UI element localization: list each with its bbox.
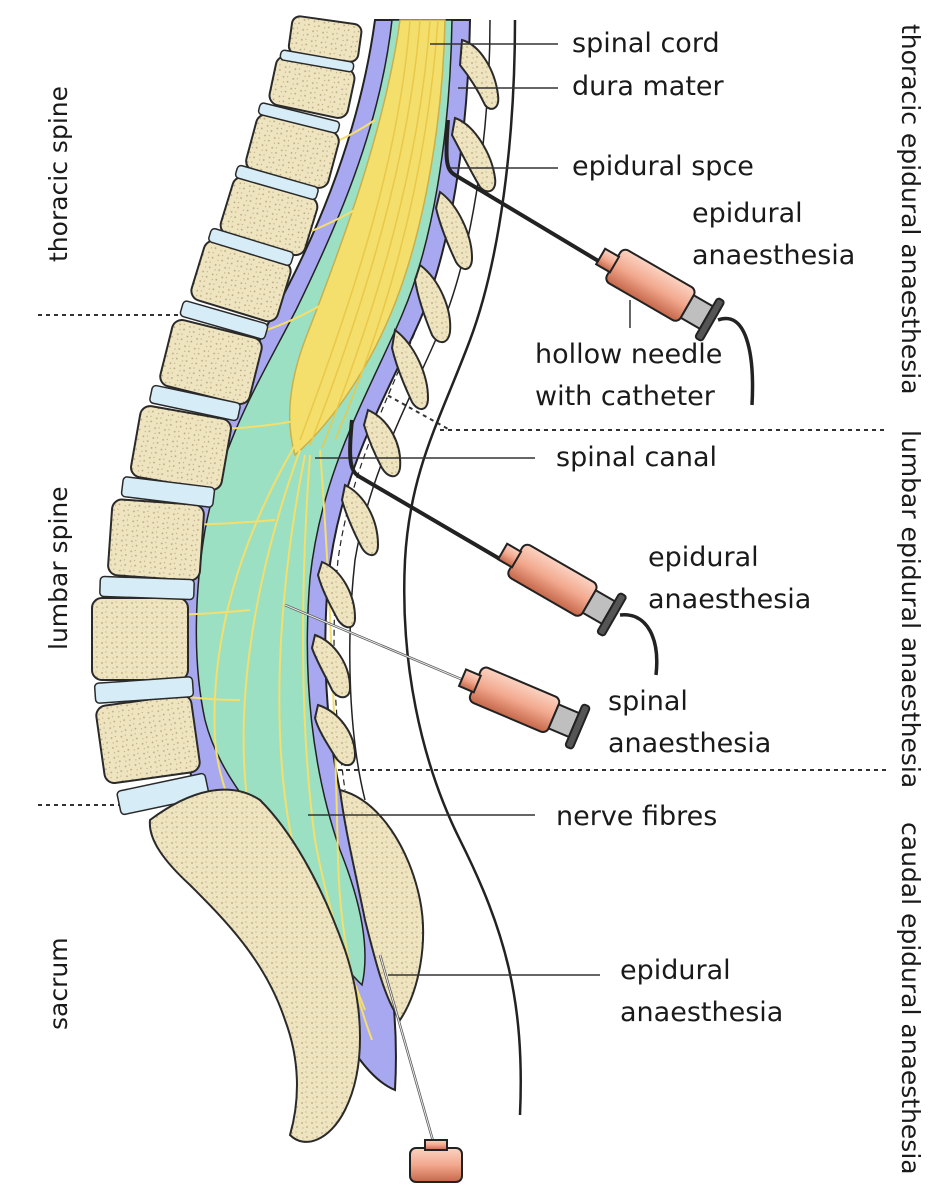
label-spinal-cord: spinal cord [572, 28, 720, 59]
vertebra-l5 [95, 693, 201, 785]
label-epidural-space: epidural spce [572, 151, 754, 182]
skin-line [403, 19, 522, 1116]
spinous-processes [310, 38, 500, 767]
label-hollow-needle-2: with catheter [535, 381, 715, 412]
label-spinal-canal: spinal canal [556, 442, 717, 473]
region-label-sacrum: sacrum [44, 937, 73, 1030]
vertebra-l3 [107, 498, 205, 582]
region-label-caudal-epidural: caudal epidural anaesthesia [896, 822, 925, 1175]
intervertebral-discs [93, 49, 355, 816]
label-lumbar-epidural-1: epidural [648, 542, 759, 573]
region-label-lumbar-epidural: lumbar epidural anaesthesia [896, 430, 925, 789]
label-dura-mater: dura mater [572, 71, 724, 102]
region-label-lumbar-spine: lumbar spine [44, 486, 73, 650]
vertebra-l4 [91, 597, 189, 681]
label-caudal-epidural-1: epidural [620, 955, 731, 986]
lumbar-epidural-needle [348, 419, 659, 676]
thoracic-epidural-needle [444, 119, 755, 406]
region-label-thoracic-spine: thoracic spine [44, 86, 73, 262]
label-thoracic-epidural-1: epidural [692, 198, 803, 229]
label-thoracic-epidural-2: anaesthesia [692, 240, 856, 271]
label-spinal-anaesthesia-2: anaesthesia [608, 728, 772, 759]
region-label-thoracic-epidural: thoracic epidural anaesthesia [896, 24, 925, 395]
label-nerve-fibres: nerve fibres [556, 801, 718, 832]
label-lumbar-epidural-2: anaesthesia [648, 584, 812, 615]
label-caudal-epidural-2: anaesthesia [620, 997, 784, 1028]
caudal-epidural-needle [378, 954, 463, 1183]
sacrum-bone [148, 788, 361, 1143]
label-hollow-needle-1: hollow needle [535, 339, 723, 370]
cord-fibre-lines [299, 19, 439, 449]
label-spinal-anaesthesia-1: spinal [608, 686, 688, 717]
spinal-anaesthesia-needle [284, 603, 591, 750]
sacral-crest [338, 788, 425, 1022]
leader-lines [308, 43, 631, 976]
